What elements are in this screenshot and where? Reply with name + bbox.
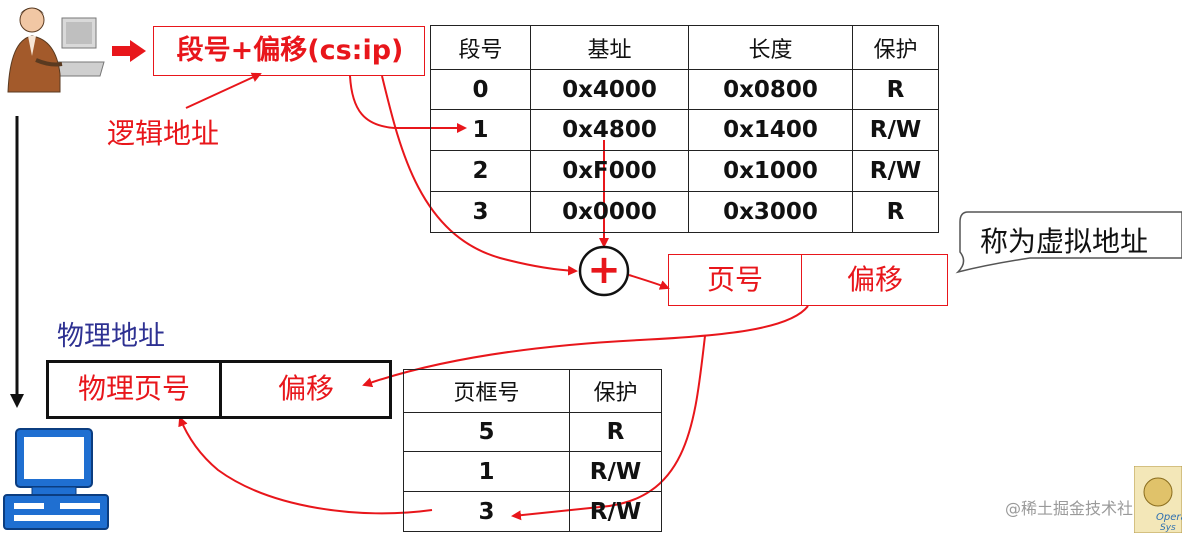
linear-page-no: 页号 [706, 263, 763, 296]
table-cell: 3 [403, 491, 570, 532]
physical-address-box: 物理页号 偏移 [46, 360, 392, 419]
user-at-computer-icon [7, 7, 105, 93]
physical-page-no: 物理页号 [77, 372, 190, 405]
table-cell: 0x1400 [688, 109, 853, 151]
page-table-header: 页框号 保护 [403, 369, 662, 413]
table-cell: R [569, 412, 662, 452]
adder-to-linear-arrow [628, 274, 670, 290]
table-row: 3 0x0000 0x3000 R [430, 191, 939, 233]
label-pointer-arrow [185, 72, 262, 109]
table-cell: R/W [569, 491, 662, 532]
table-cell: 5 [403, 412, 570, 452]
table-cell: 3 [430, 191, 531, 233]
page-col-header: 页框号 [403, 369, 570, 413]
red-block-arrow [112, 40, 146, 62]
table-cell: R/W [852, 150, 939, 192]
logical-address-text: 段号+偏移(cs:ip) [176, 35, 404, 66]
table-cell: 0x0800 [688, 69, 853, 110]
table-cell: 0x0000 [530, 191, 689, 233]
table-cell: R/W [852, 109, 939, 151]
page-col-header: 保护 [569, 369, 662, 413]
logical-address-box: 段号+偏移(cs:ip) [153, 26, 425, 76]
table-cell: 0x4000 [530, 69, 689, 110]
logical-address-label: 逻辑地址 [107, 117, 220, 150]
physical-offset: 偏移 [277, 372, 334, 405]
table-row: 3 R/W [403, 491, 662, 532]
linear-address-box: 页号 偏移 [668, 254, 948, 306]
svg-text:Sys: Sys [1160, 523, 1176, 533]
table-row: 5 R [403, 412, 662, 452]
watermark-text: @稀土掘金技术社区 [1005, 499, 1150, 518]
table-cell: 0x1000 [688, 150, 853, 192]
table-cell: 1 [430, 109, 531, 151]
segment-col-header: 保护 [852, 25, 939, 70]
table-row: 0 0x4000 0x0800 R [430, 69, 939, 110]
table-cell: R [852, 191, 939, 233]
table-cell: 0x3000 [688, 191, 853, 233]
os-book-logo-icon: Opera Sys [1134, 466, 1182, 533]
svg-text:Opera: Opera [1156, 512, 1182, 523]
table-cell: 2 [430, 150, 531, 192]
table-row: 1 R/W [403, 451, 662, 492]
table-cell: R [852, 69, 939, 110]
table-cell: 0x4800 [530, 109, 689, 151]
table-cell: R/W [569, 451, 662, 492]
table-cell: 0 [430, 69, 531, 110]
table-row: 2 0xF000 0x1000 R/W [430, 150, 939, 192]
segment-col-header: 长度 [688, 25, 853, 70]
plus-symbol: + [587, 247, 621, 293]
segment-table-header: 段号 基址 长度 保护 [430, 25, 939, 70]
table-cell: 1 [403, 451, 570, 492]
segment-col-header: 基址 [530, 25, 689, 70]
linear-offset: 偏移 [846, 263, 903, 296]
table-row: 1 0x4800 0x1400 R/W [430, 109, 939, 151]
table-cell: 0xF000 [530, 150, 689, 192]
desktop-computer-icon [3, 428, 109, 530]
physical-address-label: 物理地址 [57, 321, 165, 352]
frame-to-physical-arrow [178, 416, 433, 515]
page-table: 页框号 保护 5 R 1 R/W 3 R/W [403, 369, 662, 532]
virtual-address-callout: 称为虚拟地址 [980, 225, 1149, 258]
segment-col-header: 段号 [430, 25, 531, 70]
segment-table: 段号 基址 长度 保护 0 0x4000 0x0800 R 1 0x4800 0… [430, 25, 939, 233]
